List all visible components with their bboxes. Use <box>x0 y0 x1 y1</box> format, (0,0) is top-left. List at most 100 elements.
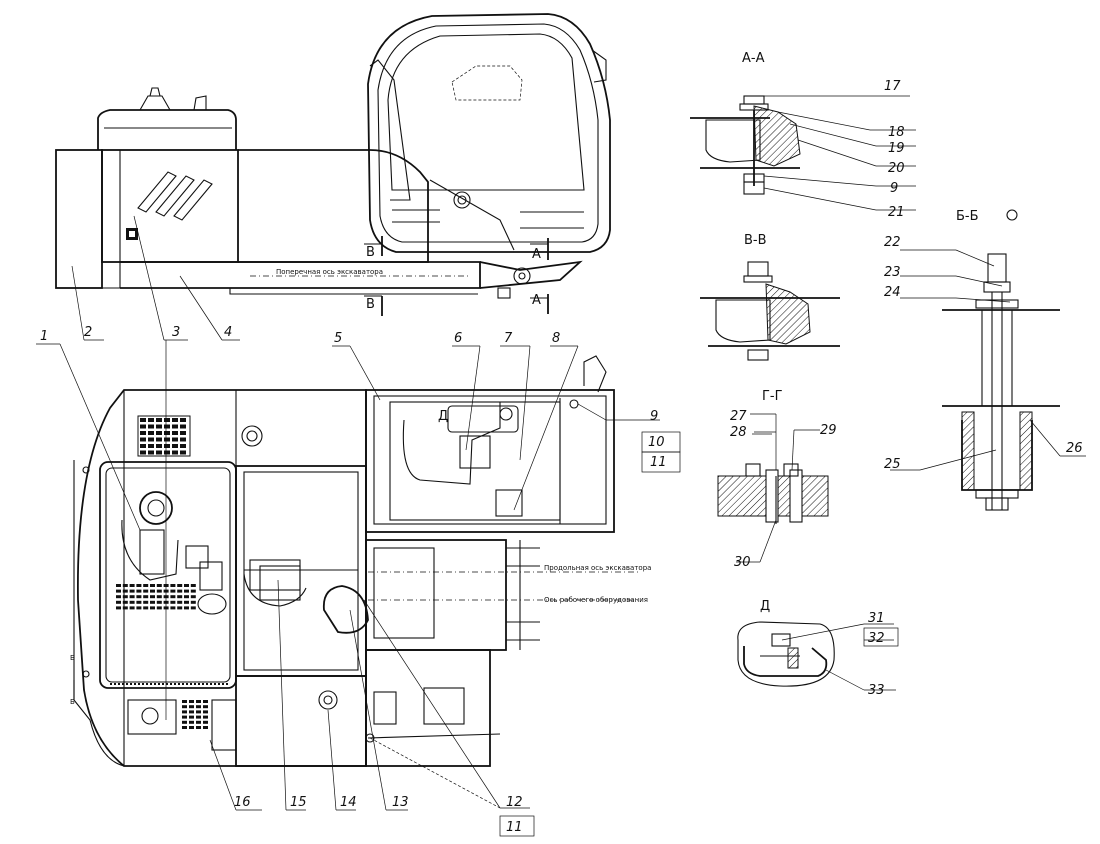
grille-slot <box>156 595 162 599</box>
grille-slot <box>182 715 187 719</box>
callout-4: 4 <box>224 325 232 340</box>
grille-slot <box>140 437 146 442</box>
grille-slot <box>150 589 155 593</box>
callout-5: 5 <box>334 331 342 346</box>
callout-22: 22 <box>884 235 901 250</box>
grille-slot <box>136 600 142 604</box>
grille-slot <box>136 595 142 599</box>
grille-slot <box>203 720 208 724</box>
callout-9-aa: 9 <box>890 181 898 196</box>
callout-23: 23 <box>884 265 901 280</box>
grille-slot <box>150 606 155 610</box>
grille-slot <box>180 444 186 448</box>
grille-slot <box>189 726 194 729</box>
grille-slot <box>156 589 162 593</box>
grille-slot <box>140 444 146 448</box>
grille-slot <box>116 600 121 604</box>
grille-slot <box>184 589 189 593</box>
grille-slot <box>148 444 154 448</box>
grille-slot <box>156 600 162 604</box>
callout-25: 25 <box>884 457 901 472</box>
callout-3: 3 <box>172 325 180 340</box>
grille-slot <box>170 606 176 610</box>
equipment-axis-label: Ось рабочего оборудования <box>544 596 648 604</box>
grille-slot <box>156 418 162 422</box>
callout-7: 7 <box>504 331 513 346</box>
leader-lines <box>36 95 1086 837</box>
grille-slot <box>172 450 178 455</box>
cut-mark-v-top: В <box>366 245 375 260</box>
grille-slot <box>190 595 196 599</box>
callout-16: 16 <box>234 795 251 810</box>
grille-slot <box>156 450 162 455</box>
grille-slot <box>156 584 162 587</box>
grille-slot <box>150 595 155 599</box>
grille-slot <box>136 584 142 587</box>
cut-mark-a-bottom: А <box>532 293 541 308</box>
grille-slot <box>189 710 194 714</box>
grille-slot <box>203 726 208 729</box>
grille-slot <box>177 584 183 587</box>
callout-14: 14 <box>340 795 357 810</box>
grille-slot <box>182 710 187 714</box>
section-vv-title: В-В <box>744 233 767 248</box>
grille-slot <box>196 710 201 714</box>
grille-slot <box>136 589 142 593</box>
grille-slot <box>172 444 178 448</box>
grille-slot <box>172 431 178 435</box>
grille-slot <box>164 437 170 442</box>
section-d-title: Д <box>760 599 770 614</box>
callout-20: 20 <box>888 161 905 176</box>
grille-slot <box>148 431 154 435</box>
grille-slot <box>196 700 201 703</box>
grille-slot <box>203 705 208 709</box>
grille-slot <box>150 600 155 604</box>
grille-slot <box>129 584 135 587</box>
grille-slot <box>116 595 121 599</box>
section-gg-title: Г-Г <box>762 389 783 404</box>
grille-slot <box>177 595 183 599</box>
callout-21: 21 <box>888 205 905 220</box>
grille-slot <box>170 589 176 593</box>
grille-slot <box>143 584 149 587</box>
grille-slot <box>184 600 189 604</box>
grille-slot <box>150 584 155 587</box>
grille-slot <box>129 589 135 593</box>
top-view: Б Б Д <box>70 355 651 767</box>
grille-slot <box>116 584 121 587</box>
callout-19: 19 <box>888 141 905 156</box>
grille-slot <box>164 424 170 429</box>
callout-1: 1 <box>40 329 48 344</box>
grille-slot <box>143 595 149 599</box>
grille-slot <box>189 715 194 719</box>
callout-29: 29 <box>820 423 837 438</box>
grille-slot <box>156 431 162 435</box>
grille-slot <box>180 418 186 422</box>
grille-slot <box>122 584 128 587</box>
cut-mark-v-bottom: В <box>366 297 375 312</box>
section-bb-title: Б-Б <box>956 209 979 224</box>
grille-slot <box>122 589 128 593</box>
grille-slot <box>177 589 183 593</box>
grille-slot <box>180 450 186 455</box>
grille-slot <box>182 705 187 709</box>
grille-slot <box>148 424 154 429</box>
callout-numbers: 1 2 3 4 5 6 7 8 9 10 11 12 11 13 14 15 1… <box>40 79 1083 835</box>
callout-8: 8 <box>552 331 560 346</box>
cut-mark-b-top: Б <box>70 654 75 662</box>
grille-slot <box>184 584 189 587</box>
section-vv: В-В <box>700 233 840 361</box>
longitudinal-axis-label: Продольная ось экскаватора <box>544 564 651 572</box>
grille-slot <box>156 606 162 610</box>
grille-slot <box>140 431 146 435</box>
callout-31: 31 <box>868 611 885 626</box>
grille-slot <box>122 606 128 610</box>
grille-slot <box>180 424 186 429</box>
callout-15: 15 <box>290 795 307 810</box>
callout-11-bottom: 11 <box>506 820 523 835</box>
callout-2: 2 <box>84 325 92 340</box>
side-view: Поперечная ось экскаватора А А В В <box>55 13 611 316</box>
callout-26: 26 <box>1066 441 1083 456</box>
callout-13: 13 <box>392 795 409 810</box>
grille-slot <box>182 726 187 729</box>
